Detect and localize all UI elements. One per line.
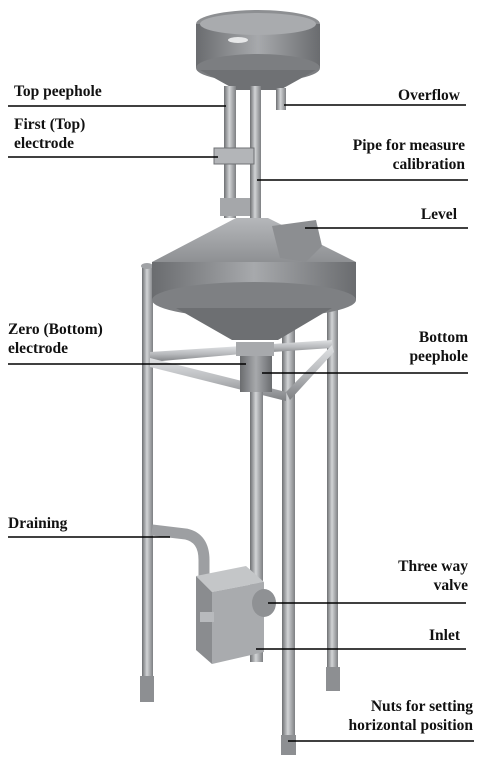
label-first-top-electrode: First (Top) electrode [14, 116, 86, 152]
label-pipe-measure-calibration: Pipe for measure calibration [352, 137, 465, 173]
overflow-pipe [276, 88, 286, 110]
label-zero-bottom-electrode: Zero (Bottom) electrode [8, 321, 103, 357]
leg-back-right [327, 292, 338, 667]
label-level: Level [420, 206, 457, 223]
leg-top-cap-left [141, 263, 153, 269]
leg-front-right [282, 315, 295, 735]
label-overflow: Overflow [398, 87, 460, 104]
drain-pipe [151, 524, 210, 578]
label-three-way-valve: Three way valve [398, 558, 468, 594]
label-inlet: Inlet [429, 627, 460, 644]
label-top-peephole: Top peephole [14, 83, 102, 100]
bottom-peephole-body [240, 356, 272, 392]
calibration-pipe [250, 86, 261, 232]
label-draining: Draining [8, 515, 68, 532]
leader-lines [8, 104, 474, 742]
upper-flange [220, 198, 250, 216]
cross-brace-left [150, 346, 242, 362]
bottom-flange [236, 342, 274, 356]
leveling-nuts [140, 667, 340, 755]
funnel-outlet-icon [228, 37, 248, 43]
valve-assembly [196, 566, 276, 664]
top-electrode-clamp [213, 147, 255, 165]
label-nuts-horizontal: Nuts for setting horizontal position [348, 698, 473, 734]
main-vessel [152, 218, 356, 340]
leg-back-left [142, 266, 153, 676]
level-sensor-box [272, 220, 322, 262]
top-funnel [196, 10, 320, 110]
label-bottom-peephole: Bottom peephole [409, 329, 468, 365]
